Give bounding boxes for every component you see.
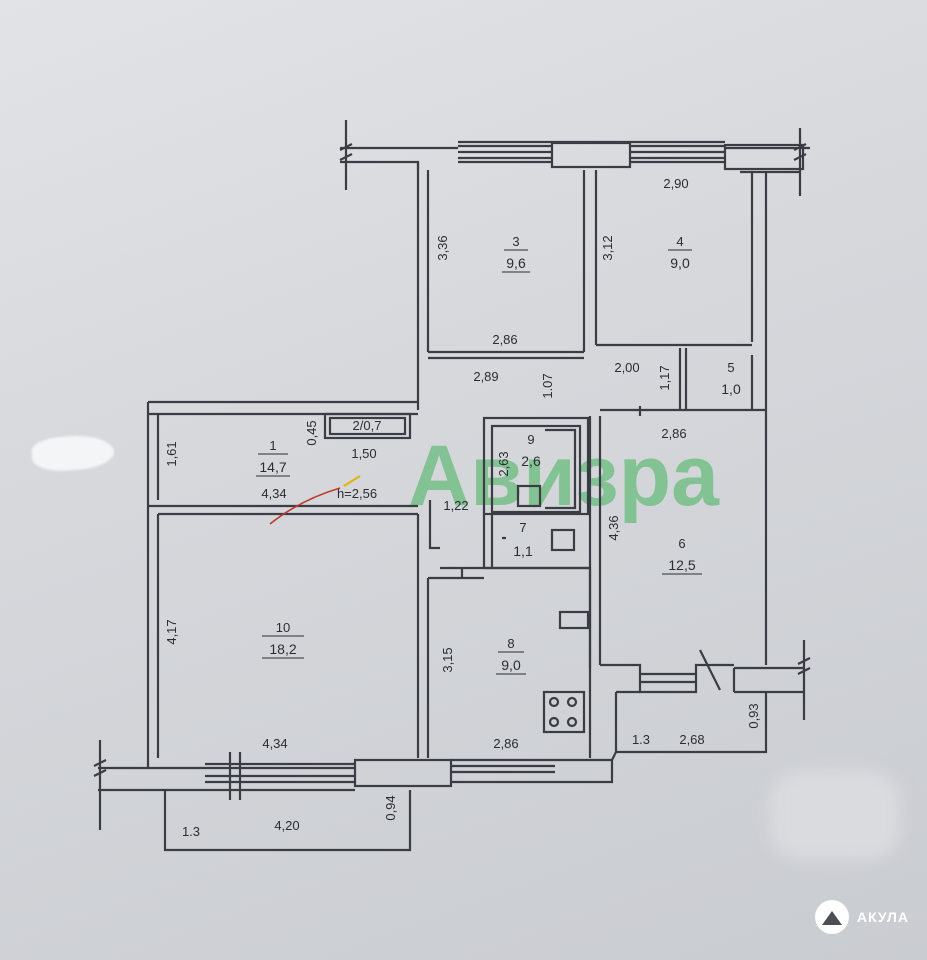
dim-2-86-room8: 2,86 (493, 736, 518, 751)
dim-4-34-hall: 4,34 (261, 486, 286, 501)
room-9-area: 2,6 (521, 453, 541, 469)
room-10-area: 18,2 (269, 641, 296, 657)
dim-0-93: 0,93 (746, 703, 761, 728)
wall-pillar-top (550, 141, 632, 169)
dim-1-22: 1,22 (443, 498, 468, 513)
dim-3-36: 3,36 (435, 235, 450, 260)
ceiling-height: h=2,56 (337, 486, 377, 501)
paper-smudge (770, 770, 900, 860)
room-7-area: 1,1 (513, 543, 533, 559)
dim-3-15: 3,15 (440, 647, 455, 672)
dim-1-61: 1,61 (164, 441, 179, 466)
room-1-area: 14,7 (259, 459, 286, 475)
room-6-area: 12,5 (668, 557, 695, 573)
dim-1-07: 1.07 (540, 373, 555, 398)
dim-2-63: 2,63 (496, 451, 511, 476)
dim-2-90: 2,90 (663, 176, 688, 191)
dimension-labels: 2,90 3,36 3,12 2,86 2,89 1.07 2,00 1,17 … (164, 176, 761, 839)
dim-1-50: 1,50 (351, 446, 376, 461)
brand-label: АКУЛА (856, 909, 909, 925)
yellow-pen-mark (343, 475, 361, 487)
room-3-area: 9,6 (506, 255, 526, 271)
dim-4-34-room10: 4,34 (262, 736, 287, 751)
shark-logo-icon (814, 900, 849, 934)
dim-2-89: 2,89 (473, 369, 498, 384)
dim-4-17: 4,17 (164, 619, 179, 644)
dim-2-00: 2,00 (614, 360, 639, 375)
room-3-number: 3 (512, 234, 519, 249)
dim-3-12: 3,12 (600, 235, 615, 260)
room-6-number: 6 (678, 536, 685, 551)
room-1-number: 1 (269, 438, 276, 453)
room-10-number: 10 (276, 620, 290, 635)
room-7-number: 7 (519, 520, 526, 535)
dim-1-17: 1,17 (657, 365, 672, 390)
dim-0-94: 0,94 (383, 795, 398, 820)
room-4-number: 4 (676, 234, 683, 249)
dim-1-3-right-balcony: 1.3 (632, 732, 650, 747)
dim-2-86-room3: 2,86 (492, 332, 517, 347)
dim-1-3-left-balcony: 1.3 (182, 824, 200, 839)
dim-0-45: 0,45 (304, 420, 319, 445)
room-8-number: 8 (507, 636, 514, 651)
room-8-area: 9,0 (501, 657, 521, 673)
red-pen-mark (269, 487, 341, 525)
room-2-label: 2/0,7 (353, 418, 382, 433)
dim-2-68: 2,68 (679, 732, 704, 747)
dim-4-36: 4,36 (606, 515, 621, 540)
brand-watermark: АКУЛА (814, 900, 909, 934)
room-4-area: 9,0 (670, 255, 690, 271)
room-5-number: 5 (727, 360, 734, 375)
room-9-number: 9 (527, 432, 534, 447)
walls (93, 120, 811, 852)
dim-2-86-room6: 2,86 (661, 426, 686, 441)
room-5-area: 1,0 (721, 381, 741, 397)
room-labels: 3 9,6 4 9,0 5 1,0 1 14,7 2/0,7 9 2,6 7 1… (256, 234, 741, 675)
dim-4-20: 4,20 (274, 818, 299, 833)
